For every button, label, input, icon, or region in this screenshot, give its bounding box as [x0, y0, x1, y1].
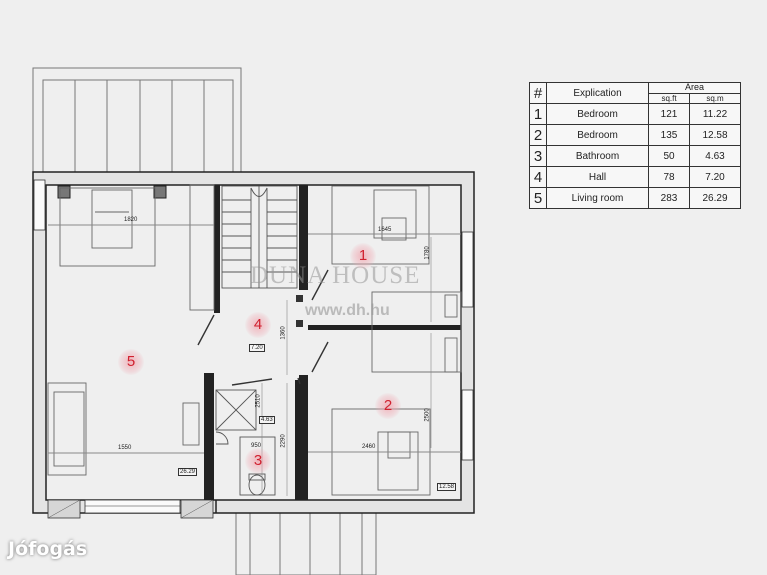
legend-sqft: 78 — [648, 166, 690, 188]
dimension-label: 2290 — [280, 434, 287, 448]
legend-sqm: 26.29 — [689, 187, 741, 209]
room-marker-1: 1 — [350, 243, 376, 269]
legend-row: 2 Bedroom 135 12.58 — [529, 124, 741, 146]
room-marker-4: 4 — [245, 312, 271, 338]
dimension-label: 1360 — [280, 326, 287, 340]
legend-num: 5 — [529, 187, 547, 209]
interior-walls — [204, 185, 461, 500]
dimension-label: 1780 — [424, 246, 431, 260]
legend-header-sqm: sq.m — [689, 92, 741, 104]
legend-name: Hall — [546, 166, 649, 188]
bedroom-furniture — [308, 185, 462, 496]
bottom-balcony — [235, 512, 377, 575]
legend-name: Living room — [546, 187, 649, 209]
legend-row: 4 Hall 78 7.20 — [529, 166, 741, 188]
area-tag-hall: 7.20 — [249, 344, 265, 352]
dimension-label: 2460 — [362, 444, 376, 450]
bathroom-fixtures — [215, 389, 276, 496]
legend-sqft: 135 — [648, 124, 690, 146]
legend-num: 4 — [529, 166, 547, 188]
legend-row: 1 Bedroom 121 11.22 — [529, 103, 741, 125]
watermark-brand: DUNA HOUSE — [250, 262, 421, 289]
legend-header-area: Area — [648, 82, 741, 94]
site-brand-logo: Jófogás — [8, 538, 88, 560]
legend-header-sqft: sq.ft — [648, 92, 690, 104]
legend-row: 5 Living room 283 26.29 — [529, 187, 741, 209]
legend-sqm: 12.58 — [689, 124, 741, 146]
legend-sqft: 50 — [648, 145, 690, 167]
room-marker-5: 5 — [118, 349, 144, 375]
legend-sqft: 283 — [648, 187, 690, 209]
dimension-label: 1550 — [118, 445, 132, 451]
dimension-label: 1820 — [124, 217, 138, 223]
room-marker-2: 2 — [375, 393, 401, 419]
area-tag-bath: 4.63 — [259, 416, 275, 424]
area-tag-bed2: 12.58 — [437, 483, 457, 491]
dimension-label: 2510 — [255, 394, 262, 408]
top-balcony — [32, 67, 242, 173]
legend-header-num: # — [529, 82, 547, 104]
area-tag-living: 26.29 — [178, 468, 198, 476]
legend-num: 3 — [529, 145, 547, 167]
legend-name: Bathroom — [546, 145, 649, 167]
area-legend-table: # Explication Area sq.ft sq.m 1 Bedroom … — [529, 82, 741, 209]
legend-row: 3 Bathroom 50 4.63 — [529, 145, 741, 167]
legend-num: 1 — [529, 103, 547, 125]
legend-num: 2 — [529, 124, 547, 146]
legend-sqm: 4.63 — [689, 145, 741, 167]
legend-sqft: 121 — [648, 103, 690, 125]
watermark-url: www.dh.hu — [305, 302, 390, 319]
legend-name: Bedroom — [546, 124, 649, 146]
dimension-label: 2500 — [424, 408, 431, 422]
doors — [197, 269, 329, 386]
legend-name: Bedroom — [546, 103, 649, 125]
dimension-label: 950 — [251, 443, 262, 449]
legend-sqm: 7.20 — [689, 166, 741, 188]
legend-header-explication: Explication — [546, 82, 649, 104]
exterior-walls — [32, 171, 475, 519]
dimension-lines — [261, 237, 432, 496]
legend-sqm: 11.22 — [689, 103, 741, 125]
dimension-label: 1645 — [378, 227, 392, 233]
room-marker-3: 3 — [245, 448, 271, 474]
living-room-furniture — [47, 184, 215, 476]
staircase — [221, 185, 298, 289]
